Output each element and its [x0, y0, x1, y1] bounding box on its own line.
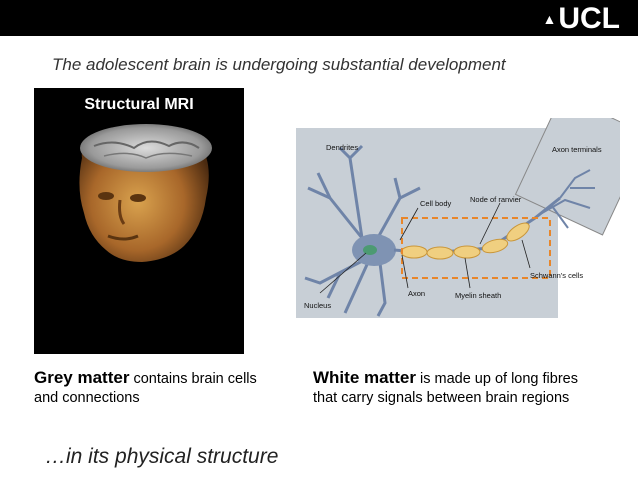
grey-matter-term: Grey matter — [34, 368, 130, 387]
label-schwanns-cells: Schwann's cells — [530, 271, 583, 280]
axon-terminal-branches — [541, 169, 595, 229]
mri-head-image — [79, 124, 212, 262]
label-node-of-ranvier: Node of ranvier — [470, 195, 522, 204]
neuron-background — [296, 128, 558, 318]
label-myelin-sheath: Myelin sheath — [455, 291, 501, 300]
label-cell-body: Cell body — [420, 199, 452, 208]
mri-panel: Structural MRI — [34, 88, 244, 354]
grey-matter-description: contains brain cells and connections — [34, 371, 257, 406]
slide-footer: …in its physical structure — [45, 445, 279, 468]
white-matter-term: White matter — [313, 368, 416, 387]
myelin-segments — [400, 222, 530, 260]
white-matter-caption: White matter is made up of long fibres t… — [313, 368, 603, 408]
header-bar: ▲UCL — [0, 0, 638, 36]
neuron-diagram: Dendrites Axon terminals Cell body Node … — [296, 118, 620, 318]
white-matter-description: is made up of long fibres that carry sig… — [313, 371, 578, 406]
nucleus-shape — [363, 245, 377, 255]
white-matter-highlight — [401, 217, 551, 279]
label-leader-lines — [319, 202, 531, 294]
ucl-logo: ▲UCL — [542, 4, 620, 34]
label-axon: Axon — [408, 289, 425, 298]
mri-label: Structural MRI — [84, 96, 194, 113]
slide-subtitle: The adolescent brain is undergoing subst… — [52, 55, 506, 74]
label-nucleus: Nucleus — [304, 301, 331, 310]
label-axon-terminals: Axon terminals — [552, 145, 602, 154]
portico-icon: ▲ — [542, 11, 557, 27]
logo-text: UCL — [558, 2, 620, 35]
label-dendrites: Dendrites — [326, 143, 358, 152]
grey-matter-caption: Grey matter contains brain cells and con… — [34, 368, 284, 408]
